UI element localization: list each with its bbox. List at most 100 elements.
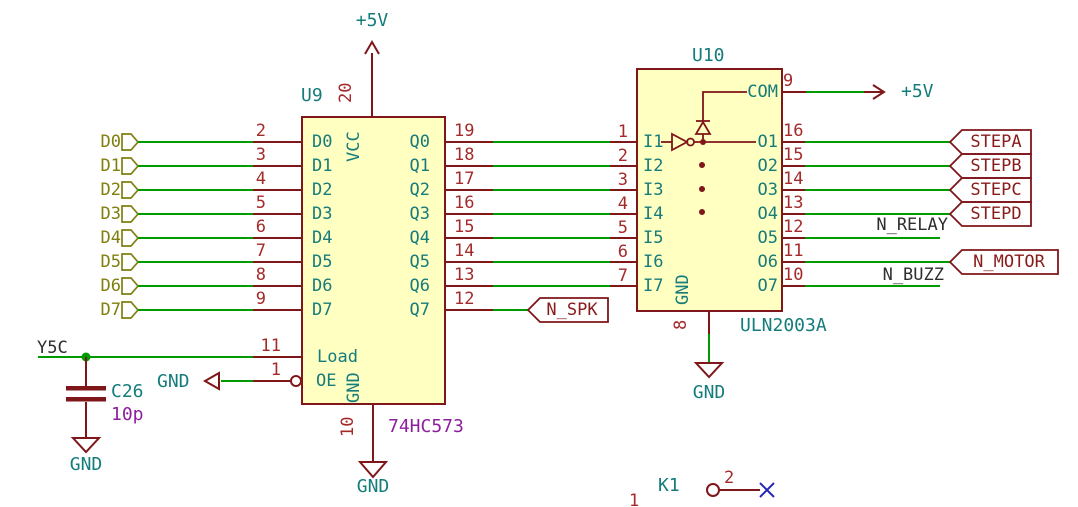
u9-pin-name-d6: D6 xyxy=(312,276,333,296)
gnd-symbol-u10[interactable] xyxy=(693,311,725,379)
wires-outputs[interactable] xyxy=(805,141,950,287)
plus5v-symbol-u10[interactable] xyxy=(864,84,886,100)
u9-pin-name-d2: D2 xyxy=(312,180,333,200)
input-label-d7[interactable]: D7 xyxy=(100,300,121,320)
net-label-y5c[interactable]: Y5C xyxy=(37,338,68,358)
input-label-shape-d3[interactable] xyxy=(121,205,140,223)
u10-pin-name-i4: I4 xyxy=(643,204,664,224)
u10-pin-number-1: 1 xyxy=(617,122,628,142)
input-label-shape-d7[interactable] xyxy=(121,301,140,319)
u10-pin-name-i3: I3 xyxy=(643,180,664,200)
global-label-stepa[interactable]: STEPA xyxy=(970,132,1022,152)
capacitor-c26[interactable] xyxy=(66,357,106,438)
input-label-d1[interactable]: D1 xyxy=(100,156,121,176)
wires-d-bus[interactable] xyxy=(138,141,253,311)
u9-pin-name-q4: Q4 xyxy=(409,228,430,248)
gnd-text-c26[interactable]: GND xyxy=(69,454,103,475)
label-shape-stepb[interactable] xyxy=(948,153,1032,179)
global-label-stepd[interactable]: STEPD xyxy=(970,204,1022,224)
gnd-text-u10[interactable]: GND xyxy=(692,382,726,403)
u10-pin-number-12: 12 xyxy=(783,217,804,237)
label-shape-n-spk[interactable] xyxy=(526,297,609,323)
k1-pin-number-2: 2 xyxy=(724,468,735,488)
u10-left-pins[interactable] xyxy=(610,141,637,287)
u10-pin-number-11: 11 xyxy=(783,241,804,261)
u10-pin-name-com: COM xyxy=(747,82,778,102)
input-label-d5[interactable]: D5 xyxy=(100,252,121,272)
u9-pin-number-16: 16 xyxy=(454,193,475,213)
u10-pin-name-i6: I6 xyxy=(643,252,664,272)
label-shape-stepc[interactable] xyxy=(948,177,1032,203)
input-label-shape-d5[interactable] xyxy=(121,253,140,271)
u9-pin-number-9: 9 xyxy=(255,289,266,309)
u10-pin-name-o5: O5 xyxy=(757,228,778,248)
input-label-shape-d6[interactable] xyxy=(121,277,140,295)
input-label-shape-d0[interactable] xyxy=(121,133,140,151)
k1-reference[interactable]: K1 xyxy=(658,475,680,496)
c26-reference[interactable]: C26 xyxy=(111,381,144,402)
input-label-d2[interactable]: D2 xyxy=(100,180,121,200)
u9-pin-number-14: 14 xyxy=(454,241,475,261)
input-label-shape-d4[interactable] xyxy=(121,229,140,247)
u10-value[interactable]: ULN2003A xyxy=(740,315,827,336)
u10-reference[interactable]: U10 xyxy=(692,45,725,66)
u9-left-pins[interactable] xyxy=(253,141,302,387)
u10-pin-name-o4: O4 xyxy=(757,204,778,224)
u10-pin-number-3: 3 xyxy=(617,170,628,190)
label-shape-n-motor[interactable] xyxy=(948,249,1059,275)
net-label-n-relay[interactable]: N_RELAY xyxy=(876,215,948,235)
u9-pin-name-q0: Q0 xyxy=(409,132,430,152)
global-label-n-spk[interactable]: N_SPK xyxy=(546,300,598,320)
plus5v-text-u10[interactable]: +5V xyxy=(901,81,934,102)
u10-pin-name-i1: I1 xyxy=(643,132,664,152)
input-label-shape-d2[interactable] xyxy=(121,181,140,199)
plus5v-symbol-u9[interactable] xyxy=(364,40,380,117)
u10-body[interactable] xyxy=(636,68,783,312)
u10-pin-number-13: 13 xyxy=(783,193,804,213)
global-label-n-motor[interactable]: N_MOTOR xyxy=(973,252,1045,272)
u10-pin-number-2: 2 xyxy=(617,146,628,166)
u9-pin-name-d1: D1 xyxy=(312,156,333,176)
no-connect-x[interactable] xyxy=(759,482,775,498)
plus5v-text-u9[interactable]: +5V xyxy=(355,10,389,31)
u9-value[interactable]: 74HC573 xyxy=(388,416,464,437)
gnd-text-u9[interactable]: GND xyxy=(356,476,390,497)
input-label-shape-d1[interactable] xyxy=(121,157,140,175)
global-label-stepc[interactable]: STEPC xyxy=(970,180,1022,200)
u9-pin-number-6: 6 xyxy=(255,217,266,237)
u9-pin-number-10: 10 xyxy=(338,416,358,437)
u9-pin-number-15: 15 xyxy=(454,217,475,237)
u9-pin-number-19: 19 xyxy=(454,121,475,141)
u10-pin-number-4: 4 xyxy=(617,194,628,214)
wires-q-to-i[interactable] xyxy=(493,141,610,287)
u10-pin-name-o1: O1 xyxy=(757,132,778,152)
u10-right-pins[interactable] xyxy=(782,141,805,287)
input-label-d3[interactable]: D3 xyxy=(100,204,121,224)
u10-pin-number-14: 14 xyxy=(783,169,804,189)
k1-pin2[interactable] xyxy=(706,483,760,497)
u9-reference[interactable]: U9 xyxy=(301,85,323,106)
u10-pin-name-gnd: GND xyxy=(673,274,693,305)
gnd-symbol-c26[interactable] xyxy=(70,437,102,454)
u9-pin-name-d7: D7 xyxy=(312,300,333,320)
u10-pin-name-o3: O3 xyxy=(757,180,778,200)
u9-pin-name-d0: D0 xyxy=(312,132,333,152)
u9-pin-number-4: 4 xyxy=(255,169,266,189)
gnd-symbol-oe[interactable] xyxy=(202,371,220,391)
input-label-d4[interactable]: D4 xyxy=(100,228,121,248)
input-label-d6[interactable]: D6 xyxy=(100,276,121,296)
u9-pin-number-5: 5 xyxy=(255,193,266,213)
u9-right-pins[interactable] xyxy=(445,141,493,311)
net-label-n-buzz[interactable]: N_BUZZ xyxy=(882,265,944,285)
label-shape-stepd[interactable] xyxy=(948,201,1032,227)
u9-body[interactable] xyxy=(301,116,446,405)
k1-pin-number-1: 1 xyxy=(629,491,640,507)
c26-value[interactable]: 10p xyxy=(111,404,144,425)
input-label-d0[interactable]: D0 xyxy=(100,132,121,152)
global-label-stepb[interactable]: STEPB xyxy=(970,156,1022,176)
label-shape-stepa[interactable] xyxy=(948,129,1032,155)
gnd-symbol-u9[interactable] xyxy=(357,404,389,479)
u9-pin-name-vcc: VCC xyxy=(344,131,364,162)
gnd-text-oe-flag[interactable]: GND xyxy=(157,371,190,392)
u10-pin-number-8: 8 xyxy=(671,319,691,330)
